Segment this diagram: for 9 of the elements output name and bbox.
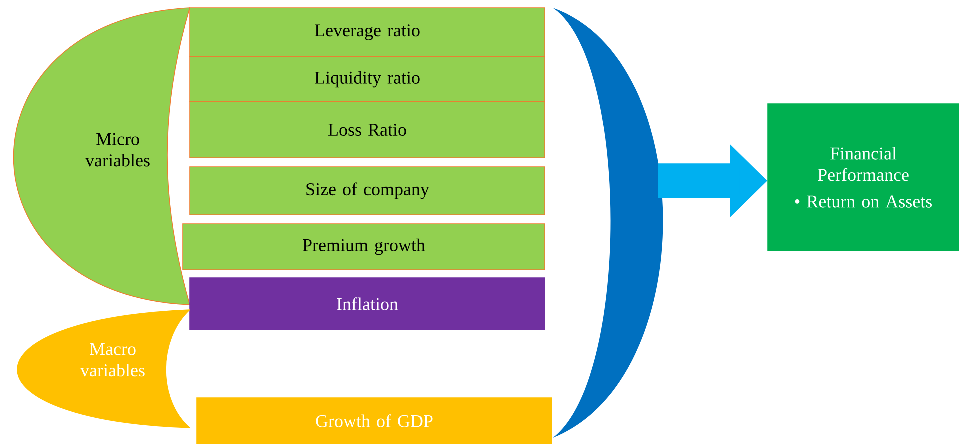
outcome-box: Financial Performance • Return on Assets bbox=[768, 104, 959, 252]
variable-box: Inflation bbox=[190, 278, 546, 330]
variable-box: Premium growth bbox=[182, 224, 546, 270]
variable-box: Loss Ratio bbox=[190, 102, 546, 158]
variable-box: Leverage ratio bbox=[190, 8, 546, 58]
variable-box: Growth of GDP bbox=[196, 398, 552, 444]
bracket-shape bbox=[553, 8, 664, 438]
variable-box: Liquidity ratio bbox=[190, 56, 546, 102]
variable-box: Size of company bbox=[190, 166, 546, 216]
